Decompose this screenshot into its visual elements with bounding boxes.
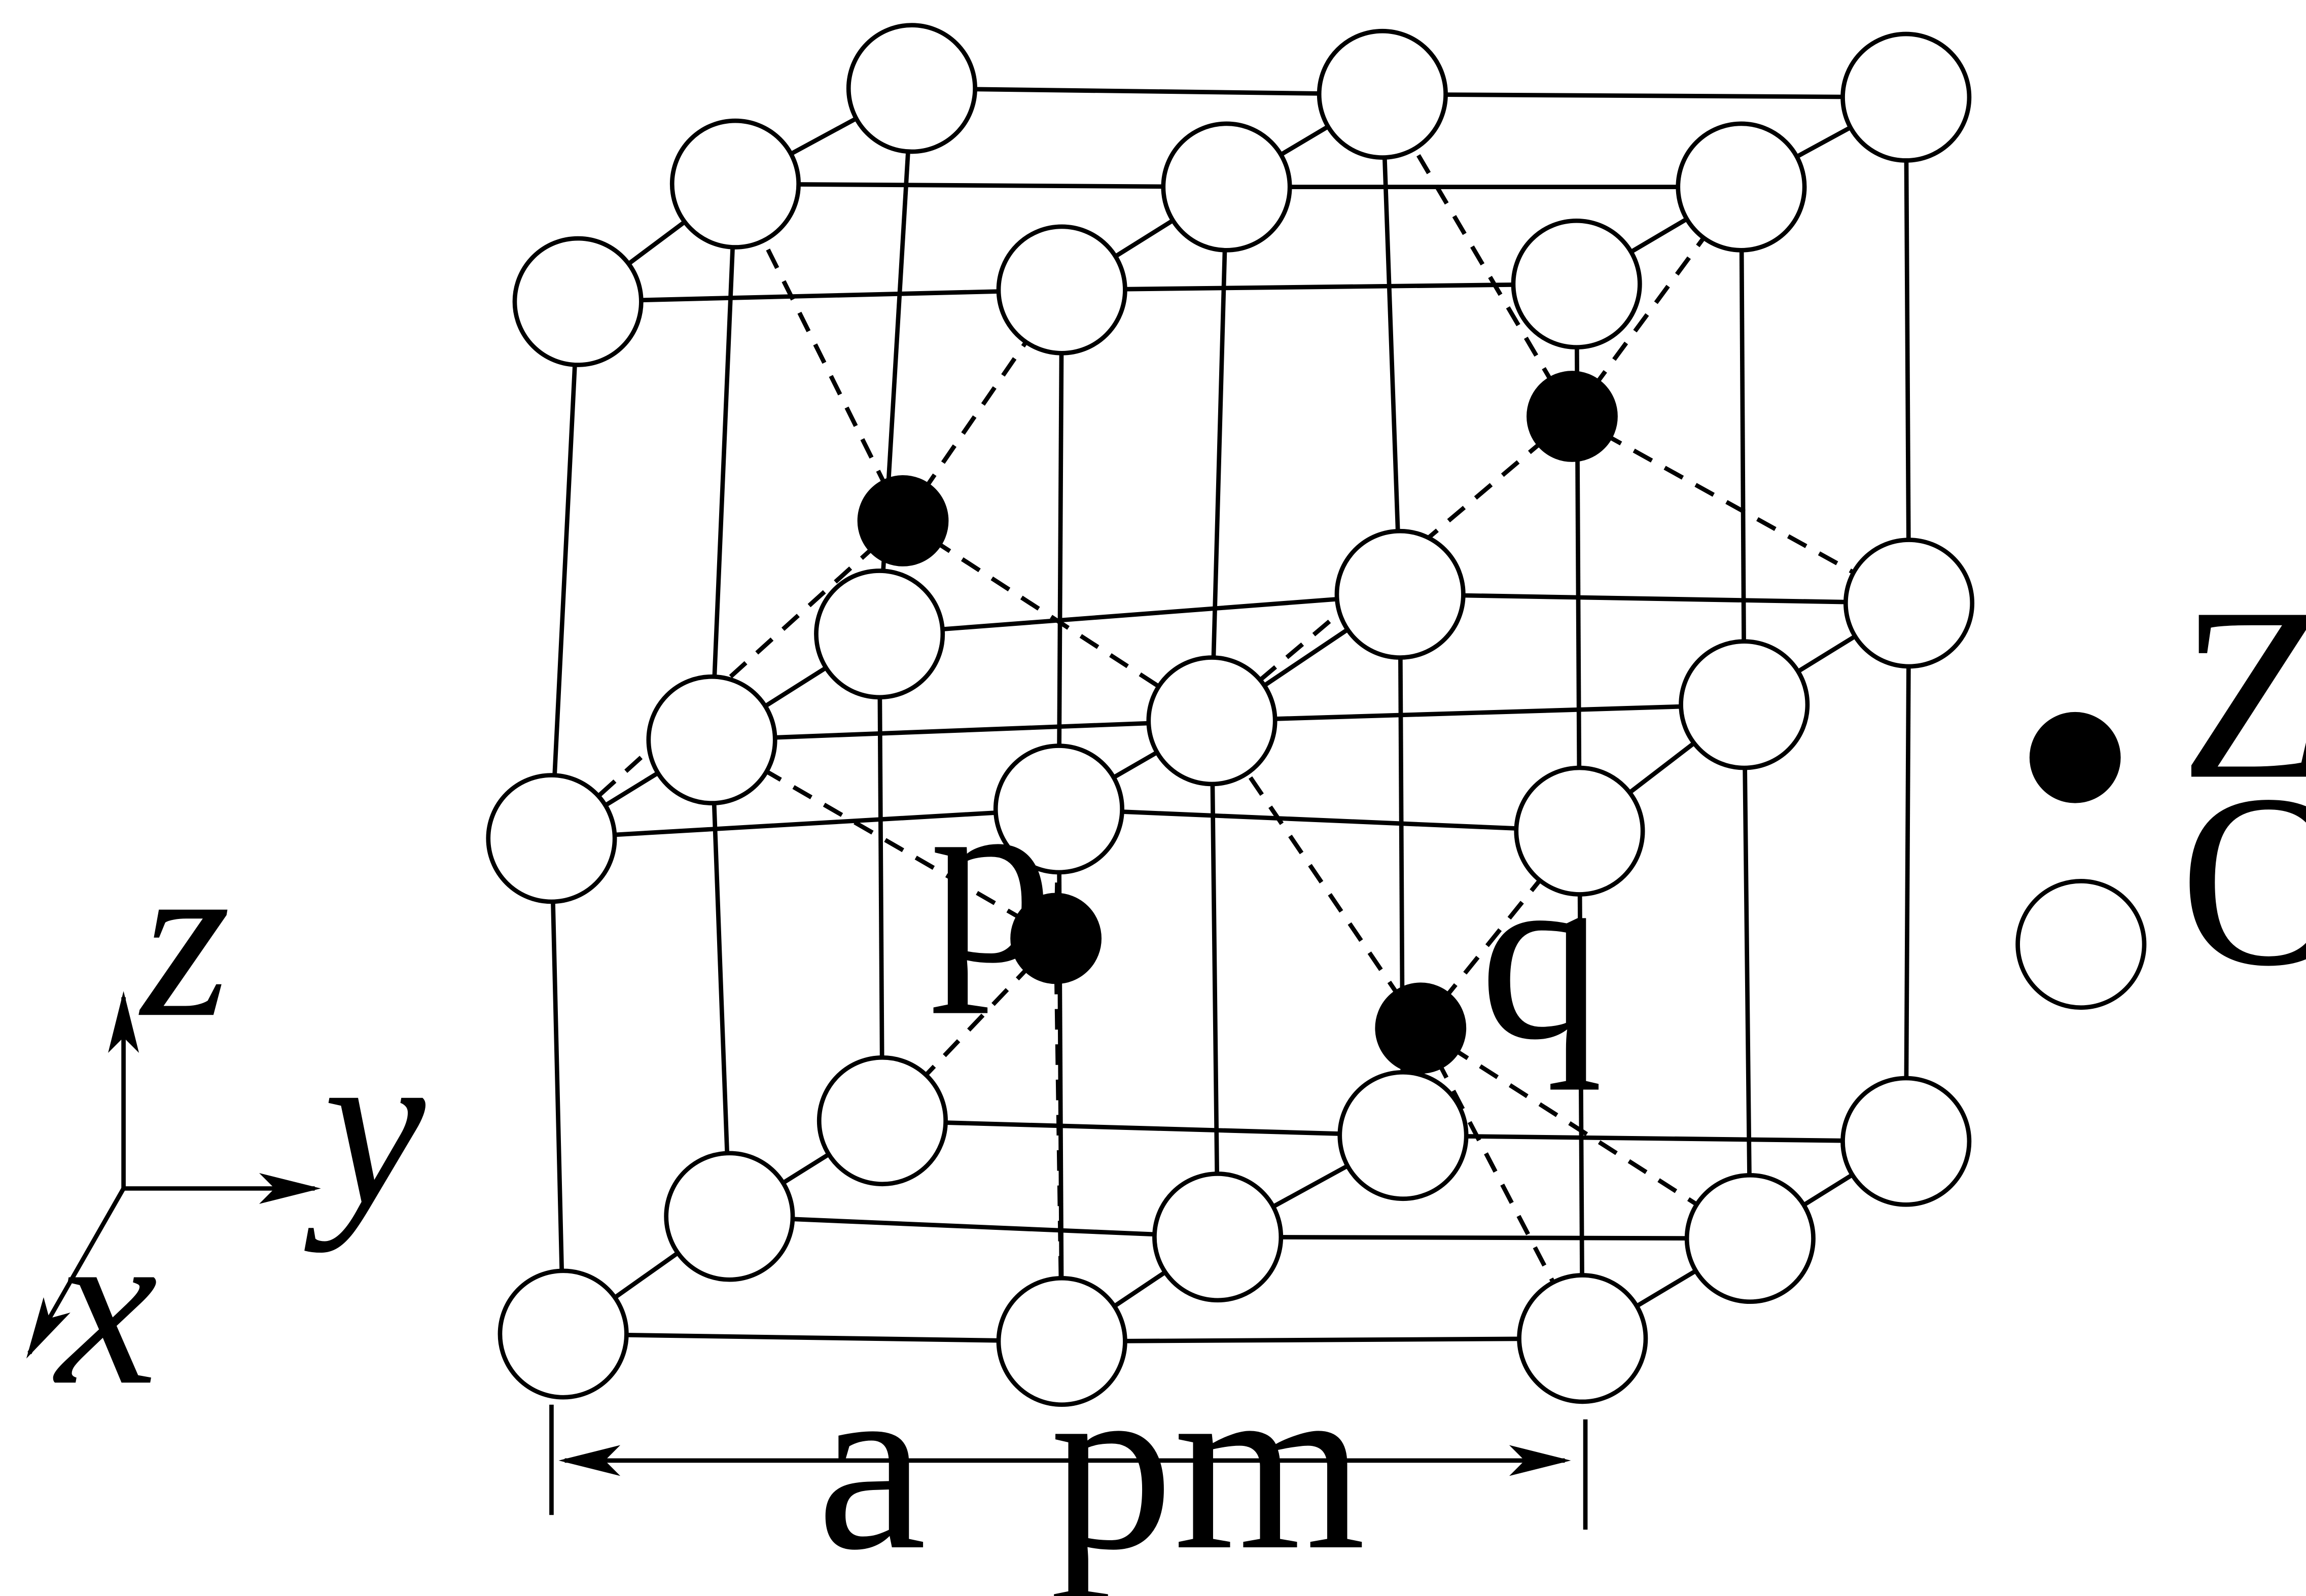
tetrahedral-dashed-line [902,519,1213,723]
oxygen-atom [486,773,617,904]
lattice-line [911,86,1382,97]
lattice-line [1742,704,1753,1239]
site-label-q: q [1479,818,1603,1091]
tetrahedral-dashed-line [1380,93,1574,418]
lattice-line [735,182,1227,189]
oxygen-atom [1334,528,1466,660]
oxygen-atom [1161,121,1292,253]
tetrahedral-dashed-line [1210,719,1423,1030]
zr-ion [857,475,949,566]
oxygen-atom [646,674,777,805]
oxygen-atom [817,1055,948,1187]
oxygen-atom [498,1268,629,1400]
oxygen-atom [1684,1173,1816,1304]
oxygen-atom [1676,121,1807,253]
oxygen-atom [669,118,801,250]
lattice-line [882,1118,1403,1138]
lattice-line [712,718,1212,742]
oxygen-atom [1514,765,1645,897]
axis-label-x: x [52,1178,158,1432]
x-axis-arrow [26,1187,126,1359]
lattice-line [1210,721,1220,1237]
oxygen-atom [1840,31,1972,163]
oxygen-atom [1146,655,1278,787]
lattice-line [729,1214,1218,1239]
lattice-line [1400,592,1909,606]
lattice-line [563,1332,1062,1344]
zr-ion-q [1375,982,1467,1074]
lattice-line [1056,290,1065,809]
axis-label-y: y [302,999,428,1253]
tetrahedral-dashed-line [1210,414,1574,723]
oxygen-atom [1337,1070,1469,1201]
tetrahedral-dashed-line [1053,938,1065,1342]
oxygen-atom [1152,1172,1284,1303]
oxygen-atom [996,224,1127,356]
tetrahedral-dashed-line [901,289,1064,522]
oxygen-atom [1840,1076,1972,1207]
oxygen-atom [1679,639,1810,770]
tetrahedral-dashed-line [550,519,905,840]
oxygen-atom [664,1151,795,1282]
lattice-line [879,592,1401,636]
atoms-layer [486,23,2147,1407]
lattice-line [1210,187,1229,721]
lattice-line [1380,94,1403,595]
axes-and-dimension-lines [26,991,1588,1530]
oxygen-atom [846,23,977,154]
legend-label-o: O [2180,744,2306,1017]
site-label-p: p [930,741,1053,1015]
lattice-line [1577,831,1585,1339]
lattice-line [1574,283,1582,831]
legend-swatch-o [2015,878,2147,1010]
oxygen-atom [996,1275,1127,1407]
lattice-line [1058,806,1580,834]
tetrahedral-dashed-line [1570,186,1743,418]
lattice-line [709,184,738,740]
tetrahedral-dashed-line [711,738,1057,941]
lattice-line [1903,97,1911,604]
axis-label-z: z [137,810,231,1065]
oxygen-atom [814,569,945,700]
oxygen-atom [1843,538,1975,669]
zr-ion [1527,371,1618,462]
oxygen-atom [993,743,1124,875]
lattice-line [1218,1234,1750,1241]
lattice-line [1061,1336,1583,1344]
lattice-line [1903,603,1911,1142]
lattice-line [549,301,580,839]
lattice-line [549,838,565,1334]
oxygen-atom [1517,1273,1648,1404]
zr-ion-p [1010,893,1102,984]
oxygen-atom [1511,218,1642,350]
lattice-line [709,739,732,1217]
lattice-line [1061,281,1577,292]
tetrahedral-dashed-line [733,183,905,522]
lattice-line [1403,1133,1906,1144]
lattice-line [578,288,1062,304]
lattice-line [551,806,1059,841]
legend-label-zr: Zr [2180,557,2306,830]
oxygen-atom [512,236,644,367]
lattice-line [1212,702,1745,723]
legend-swatch-zr [2029,712,2121,803]
lattice-line [1382,92,1906,100]
oxygen-atom [1317,28,1448,160]
lattice-line [877,634,885,1121]
lattice-line [1739,187,1747,705]
